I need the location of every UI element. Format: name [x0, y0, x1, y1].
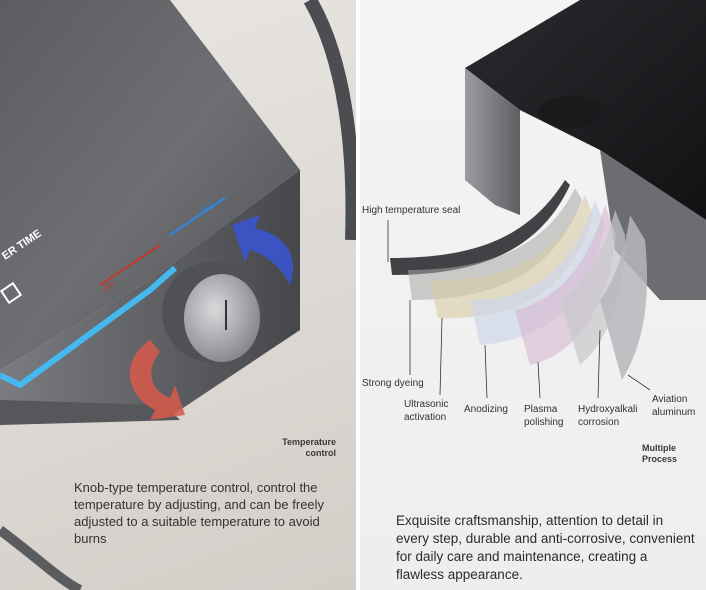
label-high-temperature-seal: High temperature seal: [362, 205, 461, 216]
label-plasma-polishing: Plasma polishing: [524, 404, 564, 428]
temperature-control-panel: ER TIME ON OFF Temperature control Knob-…: [0, 0, 356, 590]
knob: [184, 274, 260, 362]
layer-ultrasonic: [430, 195, 593, 319]
aluminum-side: [465, 68, 520, 215]
craftsmanship-panel: High temperature seal Strong dyeing Ultr…: [360, 0, 706, 590]
multiple-process-title: Multiple Process: [642, 443, 678, 464]
red-arrow-icon: [129, 340, 185, 420]
led-strip: [0, 265, 177, 389]
label-aviation-aluminum: Aviation aluminum: [652, 394, 696, 418]
layer-plasma: [515, 205, 616, 365]
temperature-control-title: Temperature control: [282, 437, 336, 458]
label-ultrasonic-activation: Ultrasonic activation: [404, 399, 449, 423]
label-strong-dyeing: Strong dyeing: [362, 378, 424, 389]
leader-lines: [387, 220, 651, 399]
hose-pipe: [303, 0, 356, 241]
blue-arrow-icon: [232, 215, 294, 285]
layer-hydroxy: [560, 210, 625, 365]
layer-anodizing: [470, 200, 605, 345]
layer-seal: [390, 180, 570, 275]
panel-divider: [356, 0, 360, 590]
off-line: [169, 197, 226, 236]
control-box-top: [0, 0, 300, 370]
temperature-control-description: Knob-type temperature control, control t…: [74, 480, 325, 546]
pipe-hole: [538, 96, 602, 128]
layer-dyeing: [408, 188, 582, 300]
craftsmanship-description: Exquisite craftsmanship, attention to de…: [396, 513, 695, 582]
brand-logo: [0, 281, 23, 305]
on-line: [99, 244, 161, 286]
layers-illustration: [387, 0, 706, 399]
label-anodizing: Anodizing: [464, 404, 508, 415]
layer-aviation: [600, 215, 648, 380]
shower-illustration: ER TIME ON OFF: [0, 0, 356, 590]
label-hydroxyalkali-corrosion: Hydroxyalkali corrosion: [578, 404, 638, 428]
